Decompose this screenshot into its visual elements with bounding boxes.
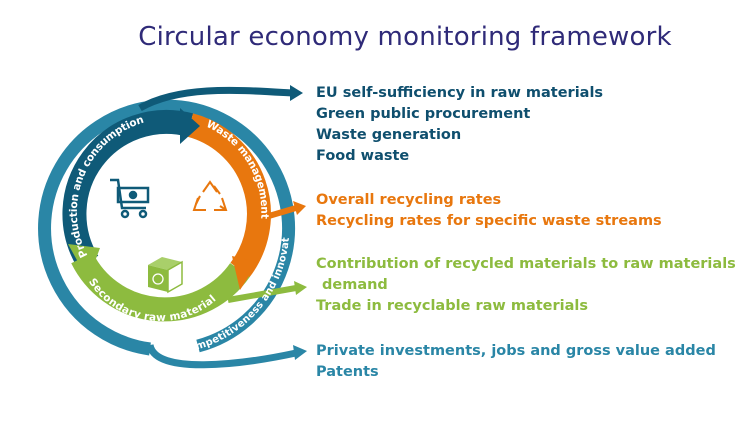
production-segment	[62, 109, 194, 269]
competitiveness-ring	[38, 99, 295, 356]
competitiveness-indicators: Private investments, jobs and gross valu…	[316, 341, 716, 383]
arrow-head-competitiveness	[293, 345, 307, 360]
arrow-head-waste	[293, 201, 306, 215]
arrow-production	[138, 86, 293, 112]
waste-arrowhead	[232, 256, 258, 290]
waste-segment	[186, 113, 271, 278]
indicator: Green public procurement	[316, 106, 531, 122]
indicator: Food waste	[316, 148, 410, 164]
recycle-icon	[192, 180, 228, 211]
indicator: demand	[322, 277, 388, 293]
waste-indicators: Overall recycling rates Recycling rates …	[316, 190, 662, 232]
shopping-cart-icon	[110, 178, 150, 219]
indicator: Private investments, jobs and gross valu…	[316, 343, 716, 359]
secondary-arrowhead	[68, 244, 100, 280]
indicator: Patents	[316, 364, 379, 380]
secondary-indicators: Contribution of recycled materials to ra…	[316, 254, 736, 317]
indicator: Contribution of recycled materials to ra…	[316, 256, 736, 272]
box-icon	[148, 257, 183, 294]
indicator: Overall recycling rates	[316, 192, 502, 208]
indicator: Recycling rates for specific waste strea…	[316, 213, 662, 229]
arrow-head-production	[290, 85, 303, 101]
indicator: Waste generation	[316, 127, 462, 143]
page-title: Circular economy monitoring framework	[138, 22, 672, 52]
indicator: Trade in recyclable raw materials	[316, 298, 588, 314]
production-arrowhead	[180, 108, 200, 144]
secondary-segment	[71, 252, 250, 322]
arrow-competitiveness	[146, 343, 297, 369]
arrow-secondary	[227, 285, 297, 303]
indicator: EU self-sufficiency in raw materials	[316, 85, 604, 101]
production-indicators: EU self-sufficiency in raw materials Gre…	[316, 83, 603, 167]
arrow-head-secondary	[294, 281, 307, 295]
